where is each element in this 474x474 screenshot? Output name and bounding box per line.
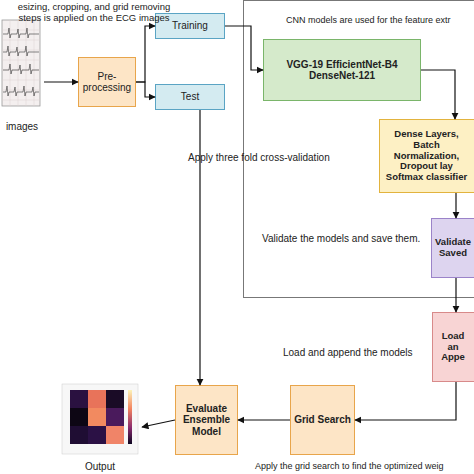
flow-arrow xyxy=(44,81,78,82)
node-text: Evaluate Ensemble Model xyxy=(179,403,234,438)
confusion-matrix-image xyxy=(62,384,138,454)
layer-box: Dense Layers, Batch Normalization, Dropo… xyxy=(379,119,474,193)
node-text: Grid Search xyxy=(294,414,351,426)
flow-arrow xyxy=(455,278,456,312)
ecg-image xyxy=(2,20,40,106)
flow-arrow xyxy=(455,193,456,218)
flow-arrow xyxy=(238,419,290,420)
process-box: Test xyxy=(155,84,225,110)
model-box: VGG-19 EfficientNet-B4 DenseNet-121 xyxy=(263,39,421,101)
process-box: Evaluate Ensemble Model xyxy=(175,385,238,455)
flow-arrow xyxy=(136,26,155,82)
flow-arrow xyxy=(136,82,155,97)
node-text: Dense Layers, Batch Normalization, Dropo… xyxy=(383,129,470,184)
node-text: Load an Appe xyxy=(435,331,471,364)
node-text: Test xyxy=(181,91,199,103)
group-frame: CNN models are used for the feature extr… xyxy=(243,0,474,298)
node-text: VGG-19 EfficientNet-B4 DenseNet-121 xyxy=(278,59,406,82)
group-title: CNN models are used for the feature extr xyxy=(286,15,451,25)
node-text: Pre-processing xyxy=(82,71,132,94)
flow-arrow xyxy=(199,110,200,385)
flow-arrow xyxy=(355,382,456,420)
flow-arrow xyxy=(421,70,455,119)
flow-arrow xyxy=(142,420,175,427)
process-box: Grid Search xyxy=(290,385,355,455)
node-text: Validate Saved xyxy=(434,237,472,259)
annotation-text: Apply three fold cross-validation xyxy=(188,152,403,164)
node-text: Training xyxy=(172,20,208,32)
annotation-text: esizing, cropping, and grid removing ste… xyxy=(14,1,174,24)
process-box: Validate Saved xyxy=(431,218,474,278)
node-text: images xyxy=(6,121,38,133)
annotation-text: Load and append the models xyxy=(283,347,428,359)
process-box: Pre-processing xyxy=(78,57,136,107)
image-node: images xyxy=(0,18,44,134)
process-box: Load an Appe xyxy=(432,312,474,382)
annotation-text: Apply the grid search to find the optimi… xyxy=(255,461,474,472)
annotation-text: Validate the models and save them. xyxy=(262,233,432,245)
node-text: Output xyxy=(85,461,115,473)
output-node: Output xyxy=(58,380,142,474)
flow-arrow xyxy=(225,26,263,70)
